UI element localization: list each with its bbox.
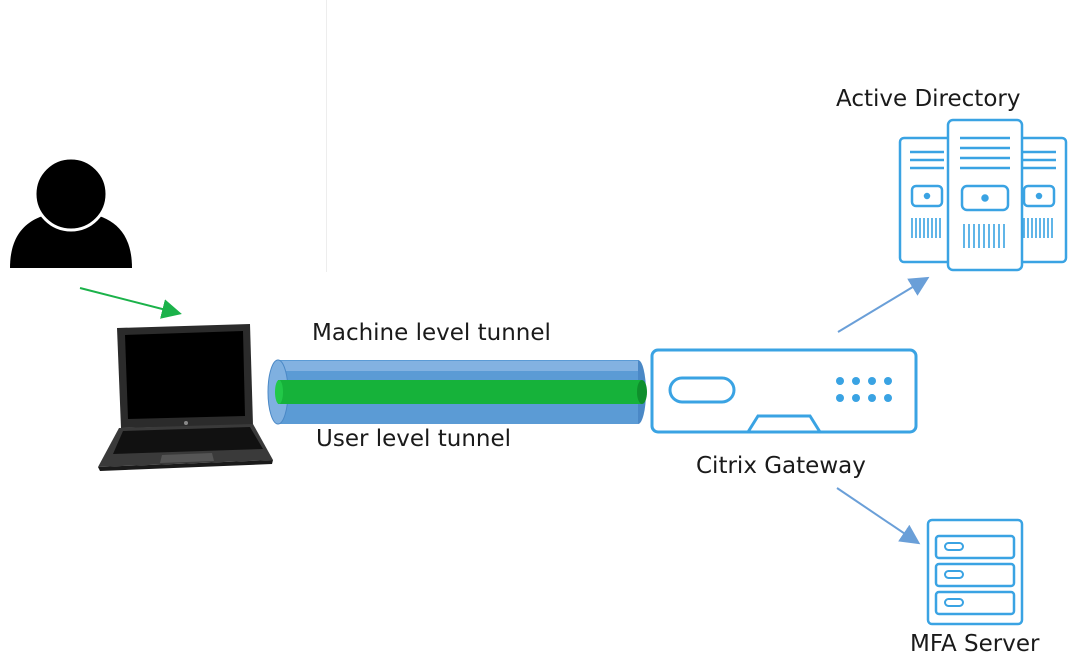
tunnel [267, 359, 647, 425]
active-directory-servers-icon [898, 118, 1068, 272]
mfa-server-icon [926, 518, 1024, 626]
active-directory-label: Active Directory [836, 86, 1021, 112]
server-rack-icon-left [898, 136, 956, 264]
user-level-tunnel-label: User level tunnel [316, 426, 512, 452]
laptop-icon [98, 324, 273, 471]
gateway-to-ad-arrow [837, 276, 930, 333]
server-rack-icon-center [946, 118, 1024, 272]
user-icon [10, 155, 132, 268]
mfa-server-label: MFA Server [910, 631, 1040, 657]
gateway-appliance-icon [650, 348, 918, 434]
citrix-gateway-label: Citrix Gateway [696, 453, 866, 479]
machine-level-tunnel-label: Machine level tunnel [312, 320, 551, 346]
gateway-to-mfa-arrow [836, 487, 921, 545]
server-rack-icon-right [1010, 136, 1068, 264]
user-to-laptop-arrow [79, 287, 182, 319]
user-level-tunnel-pipe [278, 380, 642, 404]
divider-line [326, 0, 327, 272]
